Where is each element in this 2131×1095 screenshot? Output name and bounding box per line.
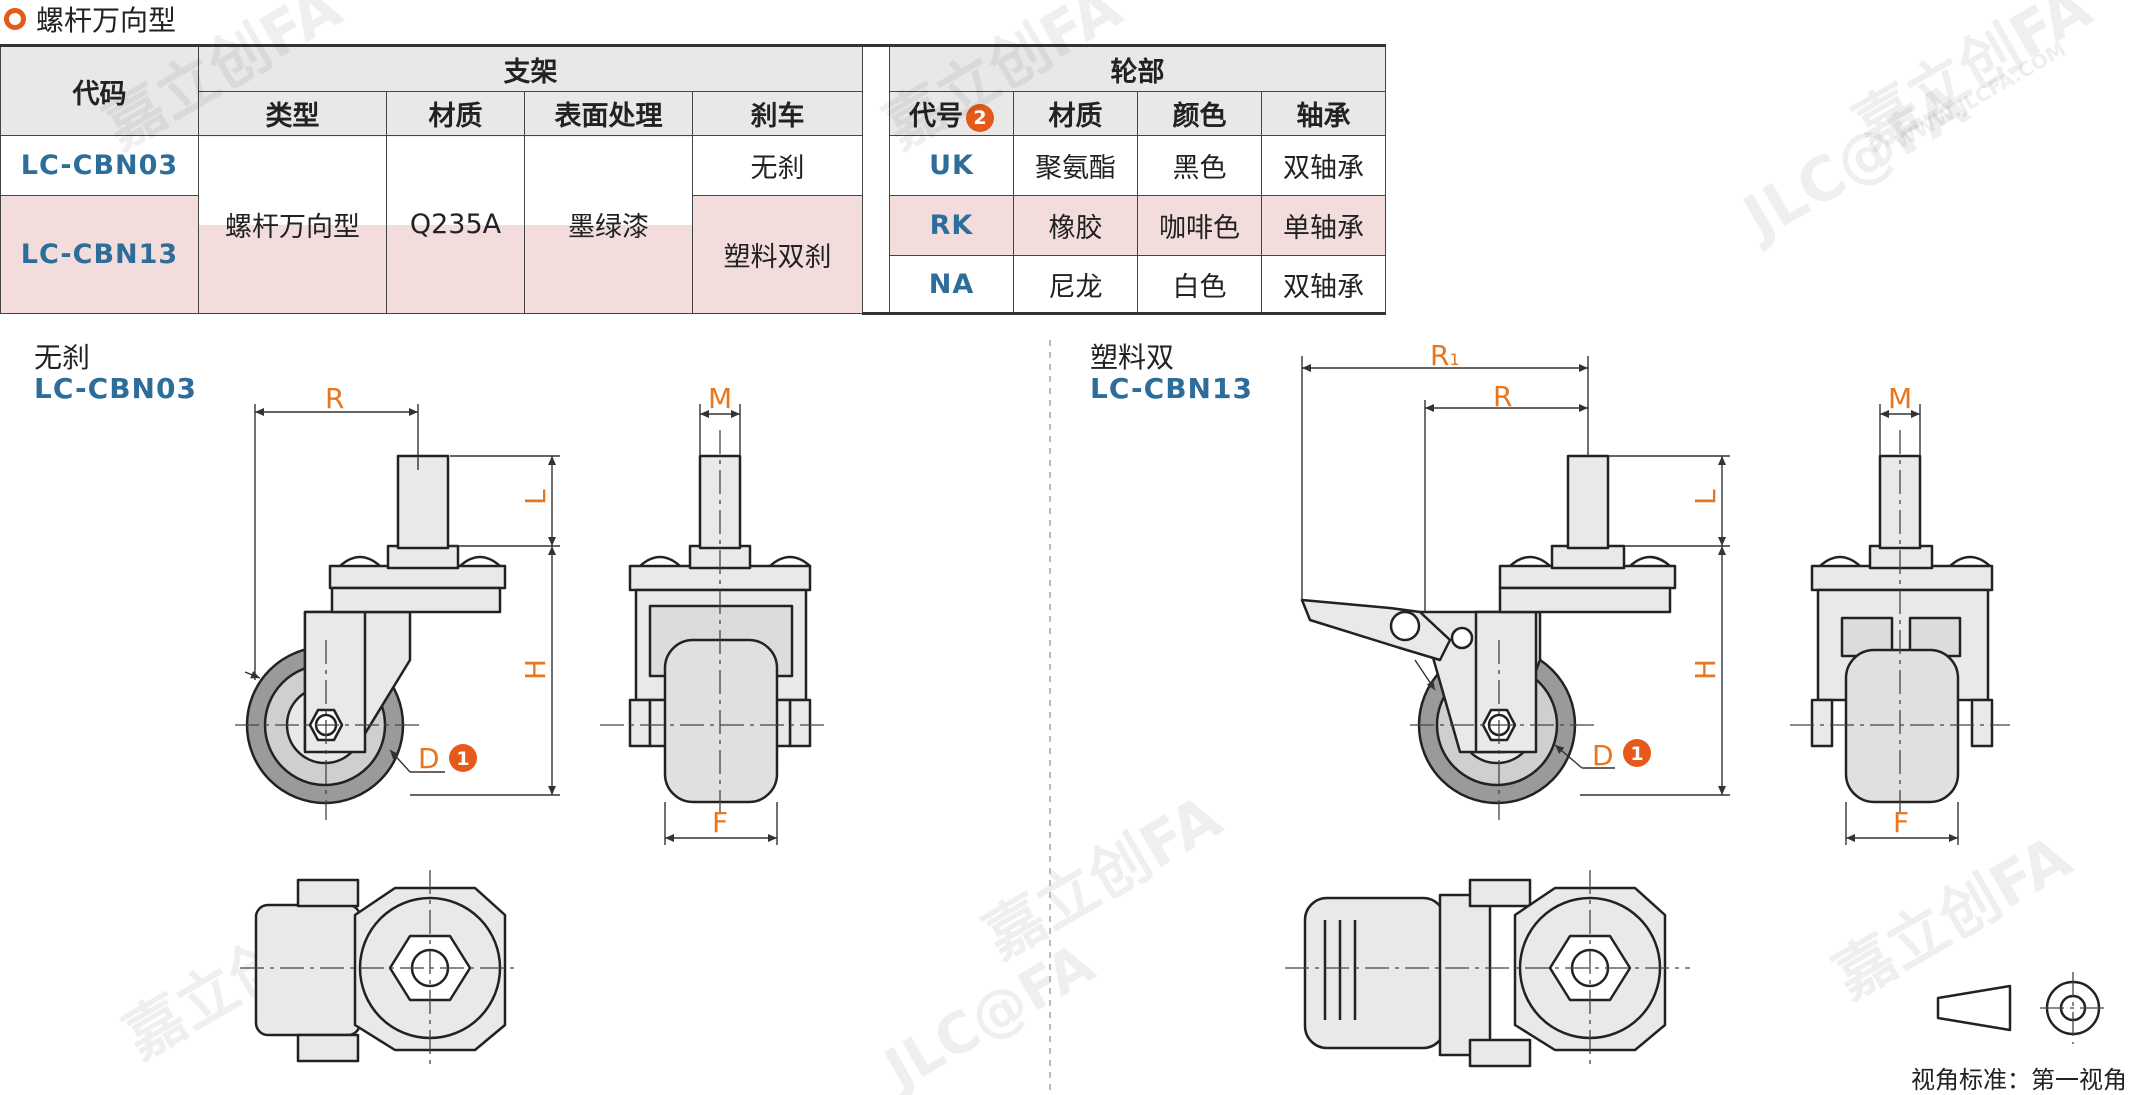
header-wheel-code-text: 代号	[909, 101, 963, 132]
header-bracket-surface: 表面处理	[524, 91, 693, 136]
wheel-material-cell: 橡胶	[1013, 195, 1138, 256]
section-title-text: 螺杆万向型	[36, 4, 177, 37]
dim-m: M	[708, 382, 732, 415]
dim-m: M	[1888, 382, 1912, 415]
header-bracket-material: 材质	[386, 91, 525, 136]
wheel-material-cell: 尼龙	[1013, 255, 1138, 315]
dim-d: D	[1592, 739, 1614, 772]
right-top-view	[1303, 878, 1667, 1068]
projection-footnote: 视角标准：第一视角	[1911, 1066, 2127, 1094]
right-side-view	[1300, 454, 1677, 805]
dim-f: F	[1893, 806, 1909, 839]
left-side-view	[245, 454, 507, 805]
header-code: 代码	[0, 44, 199, 136]
header-bracket-brake: 刹车	[692, 91, 863, 136]
header-wheel-material: 材质	[1013, 91, 1138, 136]
dim-d: D	[418, 742, 440, 775]
dim-r1: R1	[1430, 339, 1460, 372]
dim-h: H	[1689, 659, 1722, 680]
watermark-brand: 嘉立创FA	[93, 0, 354, 163]
table-gap	[862, 44, 890, 315]
dim-l: L	[1689, 489, 1722, 505]
note-badge-1-text: 1	[1630, 743, 1643, 765]
wheel-code-cell: RK	[889, 195, 1014, 256]
right-view-label: 塑料双	[1090, 341, 1175, 374]
dim-h: H	[519, 659, 552, 680]
header-bracket-type: 类型	[198, 91, 387, 136]
dim-l: L	[519, 489, 552, 505]
right-front-view	[1810, 454, 1994, 804]
brake-cell: 塑料双刹	[692, 195, 863, 314]
wheel-bearing-cell: 双轴承	[1261, 135, 1386, 196]
wheel-color-cell: 黑色	[1137, 135, 1262, 196]
wheel-bearing-cell: 双轴承	[1261, 255, 1386, 315]
wheel-code-cell: NA	[889, 255, 1014, 315]
wheel-bearing-cell: 单轴承	[1261, 195, 1386, 256]
dim-f: F	[712, 806, 728, 839]
header-wheel-color: 颜色	[1137, 91, 1262, 136]
left-view-label: 无刹	[34, 341, 91, 374]
code-cell: LC-CBN03	[0, 135, 199, 196]
bracket-surface-cell: 墨绿漆	[524, 135, 693, 314]
header-bracket: 支架	[198, 44, 863, 92]
note-badge-1: 1 1	[449, 739, 1651, 772]
watermark-logo: JLC@FA	[871, 931, 1106, 1095]
note-badge-1-text: 1	[456, 748, 469, 770]
watermark-brand: 嘉立创FA	[873, 0, 1134, 163]
watermark-brand: 嘉立创FA	[973, 782, 1234, 973]
code-cell: LC-CBN13	[0, 195, 199, 314]
section-title: 螺杆万向型	[0, 0, 176, 38]
right-view-code: LC-CBN13	[1090, 372, 1253, 405]
circle-icon	[4, 8, 26, 30]
dimension-labels: R L H M F D R1 R L H M F D	[325, 339, 1912, 839]
dim-r: R	[1493, 380, 1512, 413]
wheel-color-cell: 咖啡色	[1137, 195, 1262, 256]
wheel-color-cell: 白色	[1137, 255, 1262, 315]
bracket-material-cell: Q235A	[386, 135, 525, 314]
wheel-material-cell: 聚氨酯	[1013, 135, 1138, 196]
wheel-code-cell: UK	[889, 135, 1014, 196]
header-wheel: 轮部	[889, 44, 1386, 92]
projection-symbol-icon	[1936, 980, 2101, 1036]
watermark-brand: 嘉立创FA	[1823, 822, 2084, 1013]
left-view-code: LC-CBN03	[34, 372, 197, 405]
note-badge-2: 2	[966, 103, 994, 132]
left-top-view	[254, 878, 507, 1063]
dim-r: R	[325, 382, 344, 415]
